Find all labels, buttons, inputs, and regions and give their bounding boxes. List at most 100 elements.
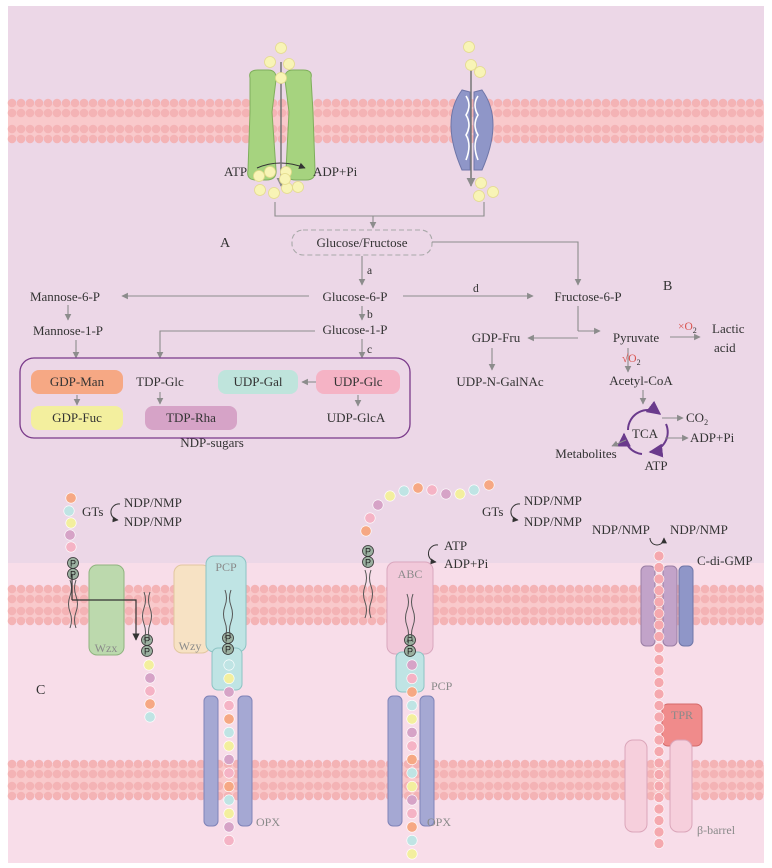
sugar-bead xyxy=(653,757,665,769)
lipid-head xyxy=(124,108,134,118)
lipid-head xyxy=(214,108,224,118)
lipid-head xyxy=(448,769,458,779)
lipid-head xyxy=(601,616,611,626)
lipid-head xyxy=(214,124,224,134)
pcp-label-2: PCP xyxy=(431,679,453,693)
lipid-head xyxy=(691,594,701,604)
lipid-head xyxy=(556,769,566,779)
opx-label-2: OPX xyxy=(427,815,451,829)
lipid-head xyxy=(277,769,287,779)
lipid-head xyxy=(502,134,512,144)
lipid-head xyxy=(61,769,71,779)
lipid-head xyxy=(358,134,368,144)
lipid-head xyxy=(637,134,647,144)
lipid-head xyxy=(115,124,125,134)
lipid-head xyxy=(277,759,287,769)
lipid-head xyxy=(754,98,764,108)
lipid-head xyxy=(502,124,512,134)
phosphate-label: P xyxy=(70,559,76,569)
lipid-head xyxy=(475,791,485,801)
gts-ndp-1b: NDP/NMP xyxy=(124,514,182,529)
lipid-head xyxy=(376,769,386,779)
lipid-head xyxy=(34,108,44,118)
lipid-head xyxy=(709,781,719,791)
lipid-head xyxy=(277,584,287,594)
lipid-head xyxy=(727,616,737,626)
phosphate-label: P xyxy=(365,547,371,557)
lipid-head xyxy=(628,124,638,134)
lipid-head xyxy=(619,606,629,616)
lipid-head xyxy=(583,594,593,604)
lipid-head xyxy=(718,98,728,108)
lipid-head xyxy=(322,108,332,118)
lipid-head xyxy=(250,759,260,769)
phosphate-bead xyxy=(362,556,374,568)
lipid-head xyxy=(700,594,710,604)
lipid-head xyxy=(466,616,476,626)
lipid-head xyxy=(484,606,494,616)
sugar-dot xyxy=(264,166,276,178)
beta-barrel-left xyxy=(624,739,648,833)
lipid-head xyxy=(70,108,80,118)
lipid-head xyxy=(439,791,449,801)
lipid-head xyxy=(79,98,89,108)
lipid-head xyxy=(151,791,161,801)
lipid-head xyxy=(160,124,170,134)
lipid-head xyxy=(268,594,278,604)
lipid-head xyxy=(106,759,116,769)
step-a-label: a xyxy=(367,265,372,277)
sugar-dot xyxy=(254,184,266,196)
sugar-bead xyxy=(223,699,235,711)
lipid-head xyxy=(268,606,278,616)
lipid-head xyxy=(547,791,557,801)
lipid-head xyxy=(88,791,98,801)
lipid-head xyxy=(628,134,638,144)
lipid-head xyxy=(133,769,143,779)
lipid-head xyxy=(718,134,728,144)
lipid-head xyxy=(457,769,467,779)
lipid-head xyxy=(88,108,98,118)
lipid-head xyxy=(142,134,152,144)
lipid-head xyxy=(574,781,584,791)
lipid-head xyxy=(754,616,764,626)
lipid-head xyxy=(574,616,584,626)
lipid-head xyxy=(70,781,80,791)
lipid-head xyxy=(682,124,692,134)
lipid-head xyxy=(367,134,377,144)
lipid-head xyxy=(448,584,458,594)
lipid-head xyxy=(79,791,89,801)
lipid-head xyxy=(610,781,620,791)
lipid-head xyxy=(403,124,413,134)
lipid-head xyxy=(565,759,575,769)
lipid-head xyxy=(484,584,494,594)
pyruvate-label: Pyruvate xyxy=(613,330,659,345)
lipid-head xyxy=(727,606,737,616)
gdp-fuc-label: GDP-Fuc xyxy=(52,410,102,425)
lipid-head xyxy=(421,98,431,108)
lipid-head xyxy=(619,98,629,108)
lipid-head xyxy=(574,769,584,779)
lipid-head xyxy=(376,98,386,108)
lipid-head xyxy=(691,98,701,108)
lipid-head xyxy=(16,108,26,118)
lipid-head xyxy=(511,134,521,144)
lipid-head xyxy=(34,606,44,616)
lipid-head xyxy=(709,584,719,594)
lipid-head xyxy=(43,108,53,118)
sugar-bead xyxy=(65,541,77,553)
glucose-6p-label: Glucose-6-P xyxy=(323,289,388,304)
sugar-bead xyxy=(653,631,665,642)
lipid-head xyxy=(538,594,548,604)
lipid-head xyxy=(484,616,494,626)
lipid-head xyxy=(403,134,413,144)
lipid-head xyxy=(376,791,386,801)
lipid-head xyxy=(34,791,44,801)
lipid-head xyxy=(367,769,377,779)
lipid-head xyxy=(313,791,323,801)
lipid-head xyxy=(286,769,296,779)
lipid-head xyxy=(502,108,512,118)
lipid-head xyxy=(538,124,548,134)
sugar-bead xyxy=(468,484,480,496)
lipid-head xyxy=(277,134,287,144)
lipid-head xyxy=(673,134,683,144)
